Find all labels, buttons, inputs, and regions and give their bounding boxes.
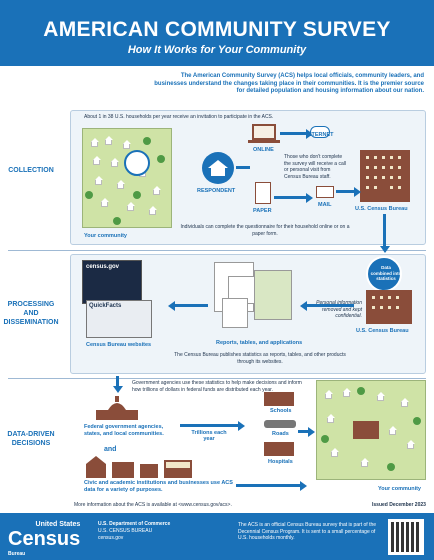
page-title: AMERICAN COMMUNITY SURVEY <box>43 18 391 41</box>
internet-icon <box>310 126 330 138</box>
mail-label: MAIL <box>318 202 332 208</box>
invite-text: About 1 in 38 U.S. households per year r… <box>84 114 274 120</box>
section-label-decisions: DATA-DRIVEN DECISIONS <box>7 431 55 447</box>
dept-line-3[interactable]: census.gov <box>98 535 124 541</box>
data-combined-label: Data combined into statistics <box>370 265 402 281</box>
paper-icon <box>255 182 271 204</box>
intro-text: The American Community Survey (ACS) help… <box>154 73 424 94</box>
mail-icon <box>316 186 334 198</box>
and-label: and <box>104 446 117 453</box>
issued-date: Issued December 2023 <box>372 502 426 508</box>
civic-label: Civic and academic institutions and busi… <box>84 480 233 493</box>
census-bureau-building-2 <box>366 290 412 324</box>
online-label: ONLINE <box>253 147 274 153</box>
census-bureau-label-2: U.S. Census Bureau <box>356 328 409 334</box>
laptop-icon <box>252 124 276 140</box>
your-community-label-2: Your community <box>378 486 421 492</box>
schools-label: Schools <box>270 408 292 414</box>
community-map <box>82 128 172 228</box>
census-gov-label: census.gov <box>86 264 120 270</box>
dept-line-1: U.S. Department of Commerce <box>98 521 171 527</box>
page-subtitle: How It Works for Your Community <box>127 44 307 56</box>
schools-icon <box>264 392 294 406</box>
census-bureau-label: U.S. Census Bureau <box>355 206 408 212</box>
complete-text: Individuals can complete the questionnai… <box>180 224 350 237</box>
section-label-processing: PROCESSING AND DISSEMINATION <box>3 301 59 326</box>
more-info-text: More information about the ACS is availa… <box>74 502 232 508</box>
community-map-2 <box>316 380 426 480</box>
respondent-icon <box>202 152 234 184</box>
trillions-label: Trillions each year <box>191 430 227 442</box>
data-combined-badge: Data combined into statistics <box>366 256 402 292</box>
footer-banner: United States Census Bureau U.S. Departm… <box>0 513 434 560</box>
paper-label: PAPER <box>253 208 272 214</box>
footer-department: U.S. Department of Commerce U.S. CENSUS … <box>98 521 170 542</box>
civic-icons <box>86 456 206 478</box>
section-label-collection: COLLECTION <box>8 167 54 174</box>
internet-label: INTERNET <box>306 132 334 138</box>
federal-label: Federal government agencies, states, and… <box>84 424 164 437</box>
magnify-circle <box>124 150 150 176</box>
footer-note: The ACS is an official Census Bureau sur… <box>238 522 377 541</box>
quickfacts-label: QuickFacts <box>89 303 122 309</box>
census-logo: United States Census Bureau <box>8 518 80 560</box>
followup-text: Those who don't complete the survey will… <box>284 154 346 180</box>
capitol-icon <box>94 396 140 422</box>
quickfacts-screenshot: QuickFacts <box>86 300 152 338</box>
roads-label: Roads <box>272 431 289 437</box>
census-websites-label: Census Bureau websites <box>86 342 152 348</box>
dept-line-2: U.S. CENSUS BUREAU <box>98 528 153 534</box>
census-bureau-building <box>360 150 410 202</box>
hospitals-icon <box>264 442 294 456</box>
gov-use-text: Government agencies use these statistics… <box>132 380 302 393</box>
census-website-screenshot: census.gov <box>82 260 142 304</box>
roads-icon <box>264 420 296 428</box>
your-community-label: Your community <box>84 233 127 239</box>
respondent-label: RESPONDENT <box>197 188 236 194</box>
header-banner: AMERICAN COMMUNITY SURVEY How It Works f… <box>0 0 434 66</box>
logo-census: Census <box>8 528 81 550</box>
logo-united-states: United States <box>35 521 81 528</box>
qr-code-icon[interactable] <box>388 519 424 555</box>
hospitals-label: Hospitals <box>268 459 293 465</box>
reports-stack <box>214 262 296 332</box>
personal-info-text: Personal information removed and kept co… <box>316 300 362 319</box>
reports-label: Reports, tables, and applications <box>216 340 303 346</box>
logo-bureau: Bureau <box>8 551 26 557</box>
publishes-text: The Census Bureau publishes statistics a… <box>174 352 346 365</box>
